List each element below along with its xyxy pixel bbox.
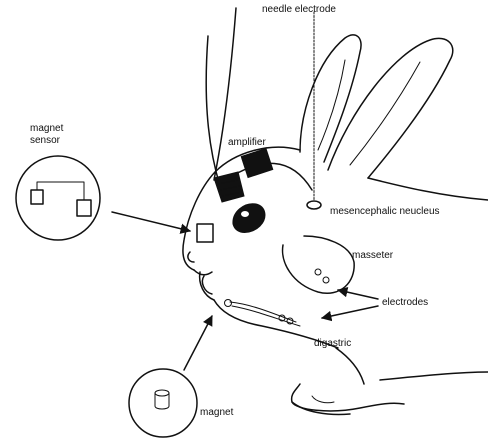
label-digastric: digastric [314, 338, 351, 349]
magnet-callout [129, 369, 197, 437]
label-magnet-sensor-line2: sensor [30, 135, 61, 146]
label-electrodes: electrodes [382, 297, 428, 308]
label-amplifier: amplifier [228, 137, 266, 148]
rabbit-ears [300, 35, 453, 178]
rabbit-body [292, 372, 488, 415]
amplifier [206, 8, 312, 202]
digastric-wire [225, 300, 301, 327]
label-magnet-sensor-line1: magnet [30, 123, 64, 134]
magnet-sensor-device [197, 224, 213, 242]
masseter-electrodes [315, 269, 329, 283]
arrow-digastric-electrode [322, 306, 378, 318]
arrow-magnet-sensor [112, 212, 190, 231]
arrow-magnet [184, 316, 212, 370]
label-masseter: masseter [352, 250, 394, 261]
label-magnet: magnet [200, 407, 234, 418]
eye [233, 204, 265, 233]
label-needle-electrode: needle electrode [262, 4, 336, 15]
magnet-sensor-callout [16, 156, 100, 240]
needle-electrode [307, 12, 321, 209]
arrow-masseter-electrode [338, 290, 378, 299]
label-mesencephalic-nucleus: mesencephalic neucleus [330, 206, 440, 217]
